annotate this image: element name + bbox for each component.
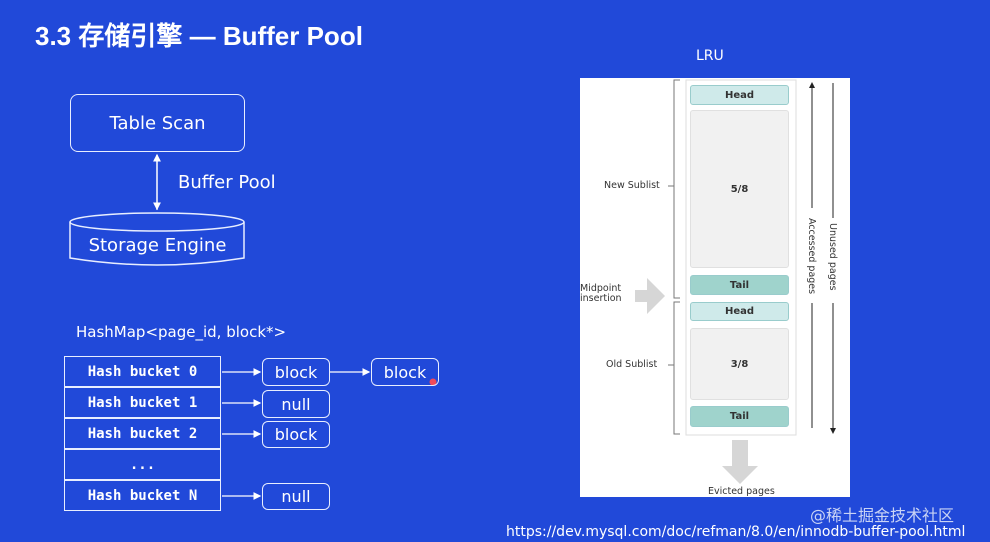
table-scan-box: Table Scan <box>70 94 245 152</box>
buffer-pool-label: Buffer Pool <box>178 172 276 193</box>
null-node: null <box>262 483 330 510</box>
hashmap-label: HashMap<page_id, block*> <box>76 323 287 341</box>
lru-diagram: Head 5/8 Tail Head 3/8 Tail New Sublist … <box>580 78 850 497</box>
new-tail: Tail <box>690 275 789 295</box>
storage-engine-label: Storage Engine <box>88 235 227 256</box>
hash-bucket-row: Hash bucket 1 <box>64 387 221 418</box>
old-tail: Tail <box>690 406 789 427</box>
hash-bucket-row: Hash bucket 0 <box>64 356 221 387</box>
evicted-pages-label: Evicted pages <box>708 486 775 497</box>
new-sublist-label: New Sublist <box>604 180 660 191</box>
accessed-pages-label: Accessed pages <box>806 218 817 295</box>
old-head: Head <box>690 302 789 321</box>
watermark: @稀土掘金技术社区 <box>810 506 955 525</box>
storage-engine-cylinder <box>69 212 245 266</box>
slide-title: 3.3 存储引擎 — Buffer Pool <box>35 21 363 51</box>
block-node: block <box>262 358 330 386</box>
source-url[interactable]: https://dev.mysql.com/doc/refman/8.0/en/… <box>506 524 966 540</box>
hash-bucket-row: ... <box>64 449 221 480</box>
hash-bucket-row: Hash bucket 2 <box>64 418 221 449</box>
null-node: null <box>262 390 330 418</box>
hash-bucket-row: Hash bucket N <box>64 480 221 511</box>
unused-pages-label: Unused pages <box>827 223 838 291</box>
midpoint-insertion-label: Midpoint insertion <box>580 283 622 304</box>
new-sublist-segment: 5/8 <box>690 110 789 268</box>
block-node: block <box>262 421 330 448</box>
block-node: block <box>371 358 439 386</box>
new-head: Head <box>690 85 789 105</box>
lru-title: LRU <box>696 48 724 64</box>
old-sublist-segment: 3/8 <box>690 328 789 400</box>
old-sublist-label: Old Sublist <box>606 359 658 370</box>
